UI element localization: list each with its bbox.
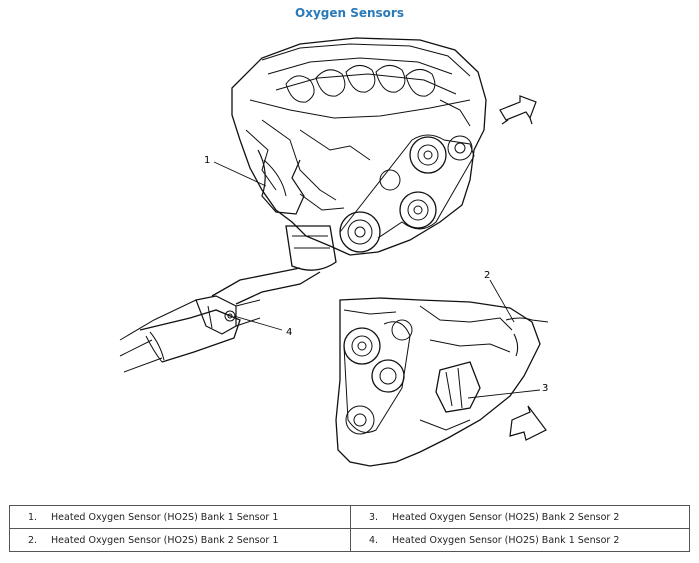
legend-row: 2. Heated Oxygen Sensor (HO2S) Bank 2 Se… bbox=[9, 528, 690, 552]
direction-arrow-top bbox=[499, 95, 537, 125]
legend-item-3: 3. Heated Oxygen Sensor (HO2S) Bank 2 Se… bbox=[350, 505, 690, 529]
legend-text: Heated Oxygen Sensor (HO2S) Bank 1 Senso… bbox=[51, 511, 279, 523]
legend-text: Heated Oxygen Sensor (HO2S) Bank 2 Senso… bbox=[51, 534, 279, 546]
legend-table: 1. Heated Oxygen Sensor (HO2S) Bank 1 Se… bbox=[9, 505, 690, 552]
legend-row: 1. Heated Oxygen Sensor (HO2S) Bank 1 Se… bbox=[9, 505, 690, 529]
callout-2: 2 bbox=[484, 270, 490, 281]
legend-number: 3. bbox=[369, 511, 379, 523]
legend-number: 1. bbox=[28, 511, 38, 523]
callout-1: 1 bbox=[204, 155, 210, 166]
engine-illustration: 1 2 3 4 bbox=[119, 37, 549, 467]
legend-text: Heated Oxygen Sensor (HO2S) Bank 2 Senso… bbox=[392, 511, 620, 523]
legend-text: Heated Oxygen Sensor (HO2S) Bank 1 Senso… bbox=[392, 534, 620, 546]
legend-number: 4. bbox=[369, 534, 379, 546]
legend-number: 2. bbox=[28, 534, 38, 546]
direction-arrow-bottom bbox=[509, 405, 547, 441]
diagram-title: Oxygen Sensors bbox=[295, 6, 404, 20]
callout-3: 3 bbox=[542, 383, 548, 394]
exhaust-pipe-section bbox=[119, 295, 261, 373]
legend-item-1: 1. Heated Oxygen Sensor (HO2S) Bank 1 Se… bbox=[9, 505, 351, 529]
leader-lines bbox=[213, 161, 541, 399]
legend-item-4: 4. Heated Oxygen Sensor (HO2S) Bank 1 Se… bbox=[350, 528, 690, 552]
callout-4: 4 bbox=[286, 327, 292, 338]
legend-item-2: 2. Heated Oxygen Sensor (HO2S) Bank 2 Se… bbox=[9, 528, 351, 552]
upper-engine-block bbox=[211, 37, 487, 305]
lower-engine-detail bbox=[335, 297, 549, 467]
